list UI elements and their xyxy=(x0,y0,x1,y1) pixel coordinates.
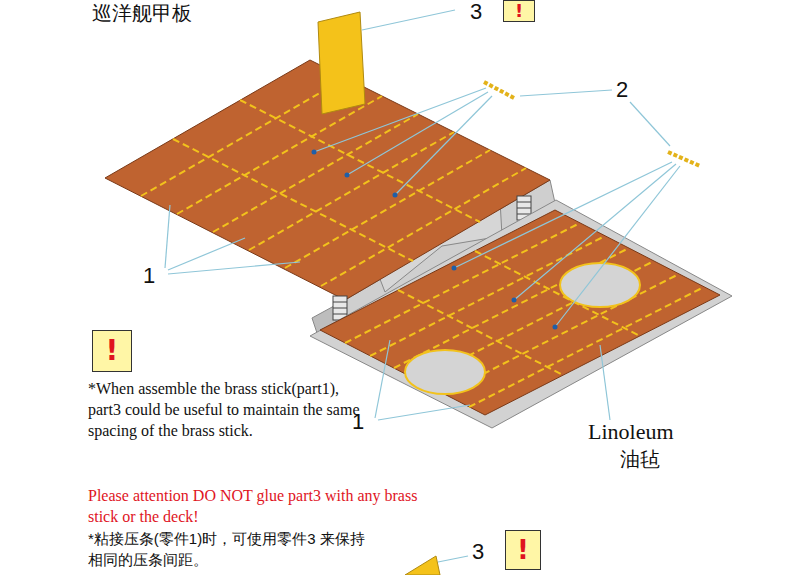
warning-box: ! xyxy=(92,330,132,372)
material-label: Linoleum xyxy=(588,420,674,444)
note-text: *When assemble the brass stick(part1), p… xyxy=(88,378,363,441)
material-label: 油毡 xyxy=(620,448,660,470)
callout-number: 2 xyxy=(616,78,628,102)
callout-number: 1 xyxy=(143,264,155,288)
callout-number: 3 xyxy=(470,0,482,24)
warning-box: ! xyxy=(505,530,541,570)
diagram-title: 巡洋舰甲板 xyxy=(92,0,192,27)
warning-text: Please attention DO NOT glue part3 with … xyxy=(88,485,433,527)
callout-number: 3 xyxy=(472,540,484,564)
warning-box: ! xyxy=(503,0,535,22)
note-text: *粘接压条(零件1)时，可使用零件3 来保持相同的压条间距。 xyxy=(88,528,378,570)
warning-mark: ! xyxy=(515,2,523,20)
warning-mark: ! xyxy=(517,537,529,563)
warning-mark: ! xyxy=(106,337,119,365)
